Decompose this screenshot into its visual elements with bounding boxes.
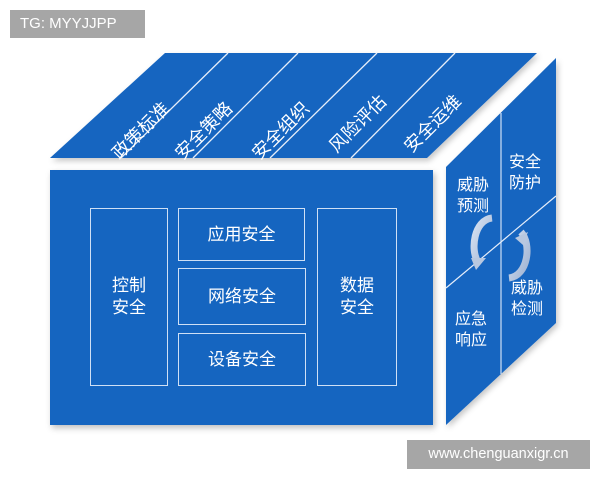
network-security-box: 网络安全 xyxy=(178,268,306,325)
top-divider xyxy=(350,52,456,159)
side-panel: 威胁 预测 安全 防护 威胁 检测 应急 响应 xyxy=(445,58,557,425)
top-divider xyxy=(269,52,378,159)
device-security-box: 设备安全 xyxy=(178,333,306,386)
side-protection-line1: 安全 xyxy=(509,152,541,171)
app-security-box: 应用安全 xyxy=(178,208,305,261)
side-diagonal-divider xyxy=(445,195,557,289)
side-threat-predict-line2: 预测 xyxy=(457,196,489,215)
watermark-url-label: www.chenguanxigr.cn xyxy=(407,440,590,469)
device-security-label: 设备安全 xyxy=(208,349,276,370)
app-security-label: 应用安全 xyxy=(207,224,276,245)
front-panel: 控制 安全 应用安全 网络安全 设备安全 数据 安全 xyxy=(50,170,433,425)
data-security-box: 数据 安全 xyxy=(317,208,397,386)
control-security-line2: 安全 xyxy=(112,298,146,318)
cycle-arrows-icon xyxy=(470,214,531,282)
watermark-top-label: TG: MYYJJPP xyxy=(10,10,145,38)
top-divider xyxy=(120,52,229,159)
side-threat-detect-line1: 威胁 xyxy=(511,278,543,297)
side-response-line2: 响应 xyxy=(455,330,487,349)
control-security-box: 控制 安全 xyxy=(90,208,168,386)
top-divider xyxy=(192,52,299,159)
top-band-shape xyxy=(50,53,537,158)
control-security-line1: 控制 xyxy=(112,276,146,296)
side-protection-line2: 防护 xyxy=(509,173,541,192)
side-response-line1: 应急 xyxy=(455,309,487,328)
top-band: 政策标准 安全策略 安全组织 风险评估 安全运维 xyxy=(50,52,537,164)
side-threat-detect-line2: 检测 xyxy=(511,299,543,318)
data-security-line2: 安全 xyxy=(340,298,374,318)
network-security-label: 网络安全 xyxy=(208,286,276,307)
data-security-line1: 数据 xyxy=(340,276,374,296)
side-threat-predict-line1: 威胁 xyxy=(457,175,489,194)
